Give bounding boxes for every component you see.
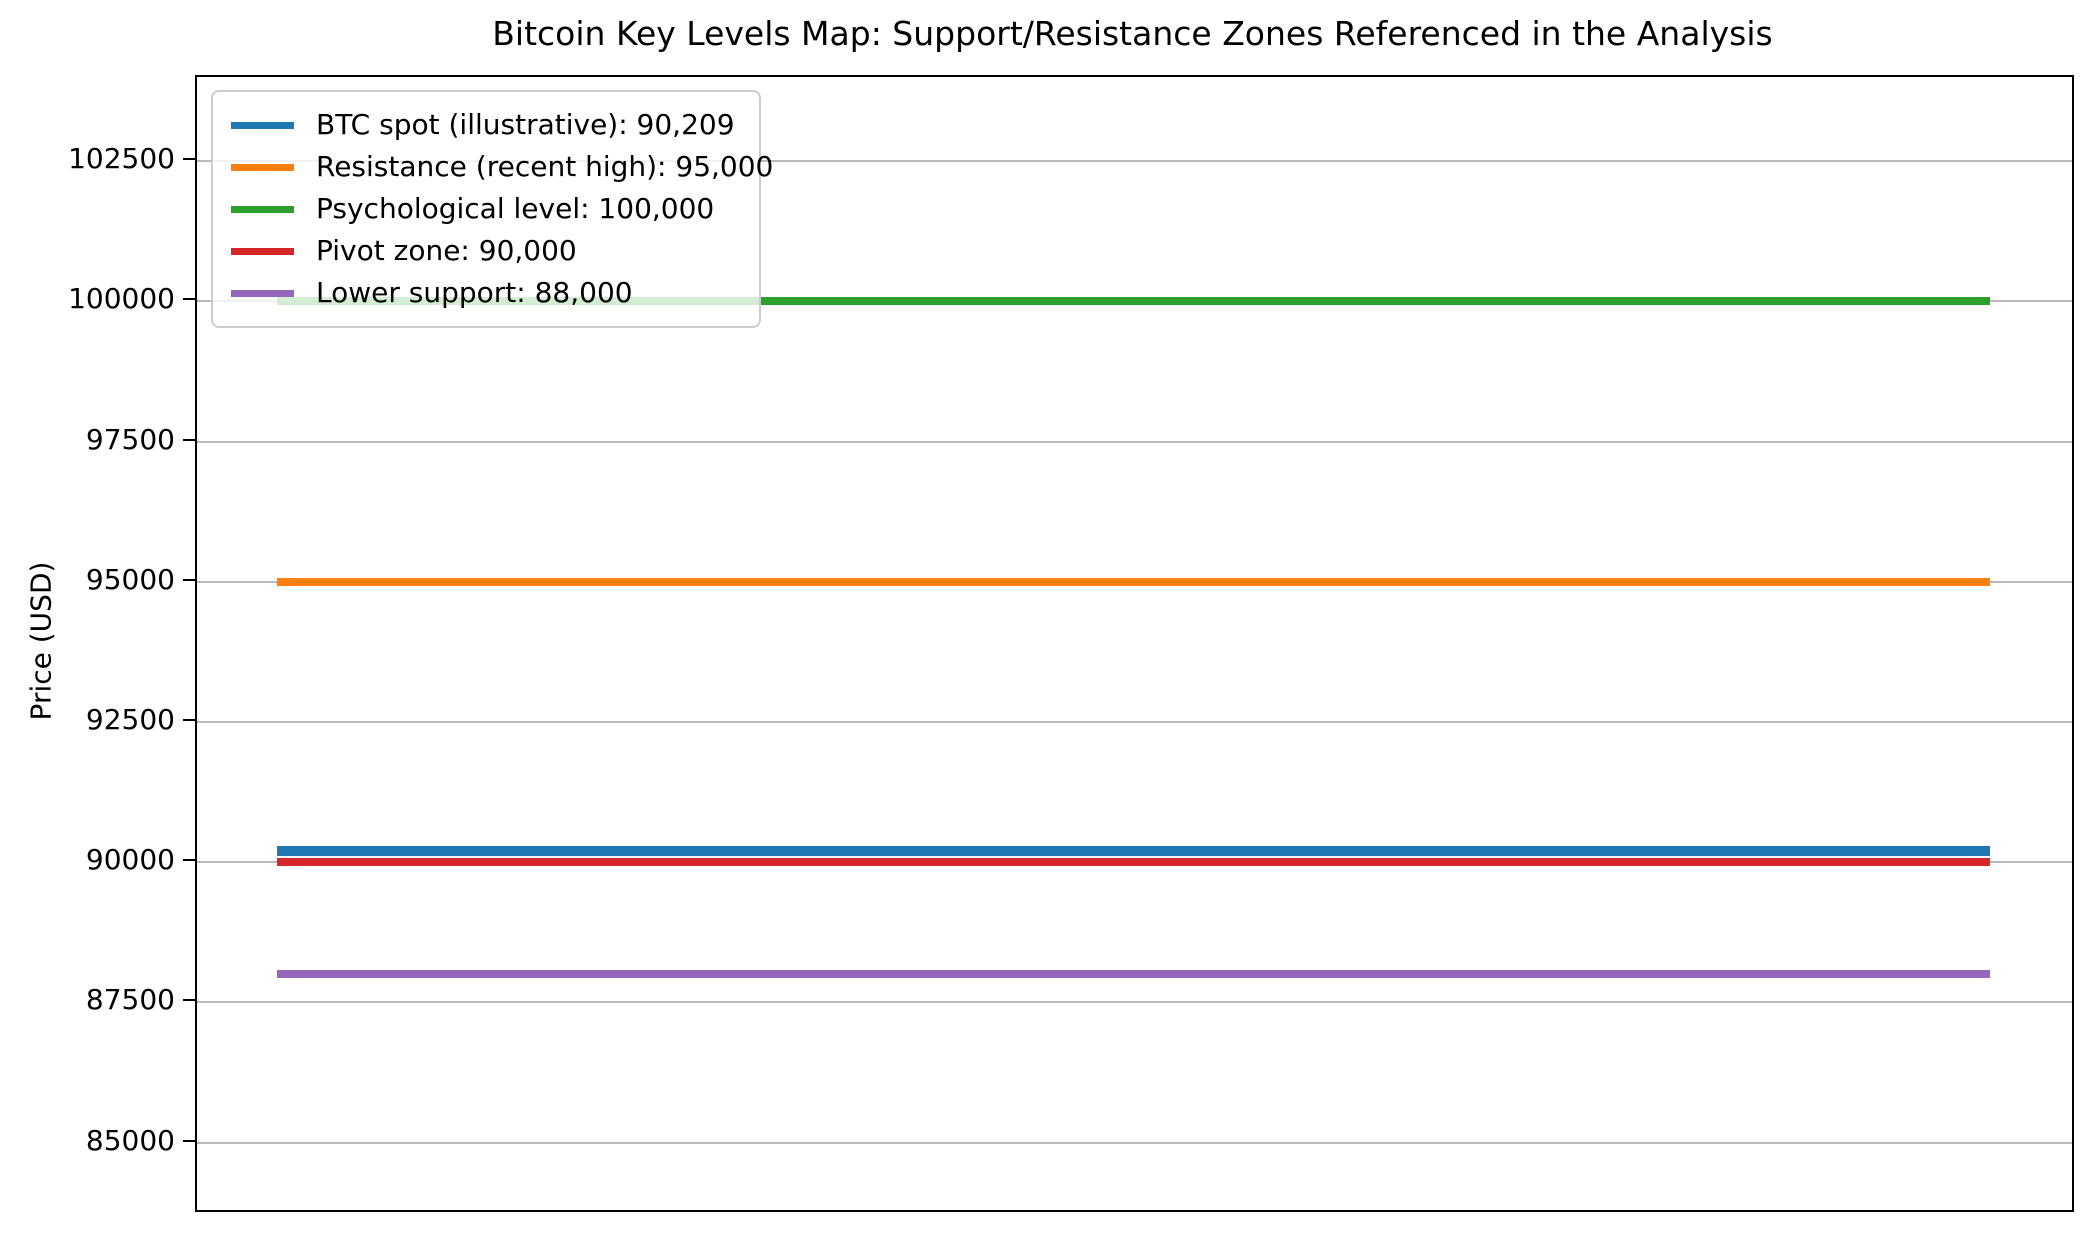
gridline-92500 [197, 721, 2072, 724]
y-tick-label-97500: 97500 [85, 422, 175, 456]
y-tick-mark-87500 [183, 999, 195, 1002]
legend-swatch-icon [231, 121, 294, 129]
y-tick-mark-85000 [183, 1139, 195, 1142]
y-tick-mark-90000 [183, 859, 195, 862]
y-tick-label-85000: 85000 [85, 1123, 175, 1157]
legend-label: Lower support: 88,000 [316, 276, 633, 309]
legend-row: BTC spot (illustrative): 90,209 [231, 104, 741, 146]
y-tick-label-95000: 95000 [85, 562, 175, 596]
legend-label: BTC spot (illustrative): 90,209 [316, 108, 735, 141]
y-tick-label-87500: 87500 [85, 983, 175, 1017]
series-line [277, 297, 1991, 306]
legend-swatch-icon [231, 289, 294, 297]
y-tick-label-90000: 90000 [85, 843, 175, 877]
y-tick-mark-92500 [183, 719, 195, 722]
gridline-85000 [197, 1141, 2072, 1144]
series-line [277, 970, 1991, 979]
legend-label: Psychological level: 100,000 [316, 192, 715, 225]
chart-title: Bitcoin Key Levels Map: Support/Resistan… [492, 14, 1773, 53]
y-tick-mark-102500 [183, 158, 195, 161]
legend-row: Lower support: 88,000 [231, 272, 741, 314]
y-tick-mark-95000 [183, 578, 195, 581]
series-line [277, 858, 1991, 867]
series-line [277, 577, 1991, 586]
legend-swatch-icon [231, 247, 294, 255]
y-tick-label-92500: 92500 [85, 703, 175, 737]
y-tick-label-100000: 100000 [68, 282, 175, 316]
legend-label: Resistance (recent high): 95,000 [316, 150, 774, 183]
legend-swatch-icon [231, 205, 294, 213]
gridline-97500 [197, 440, 2072, 443]
series-line [277, 845, 1991, 856]
gridline-102500 [197, 160, 2072, 163]
y-tick-mark-97500 [183, 438, 195, 441]
legend-label: Pivot zone: 90,000 [316, 234, 577, 267]
y-tick-mark-100000 [183, 298, 195, 301]
legend-row: Resistance (recent high): 95,000 [231, 146, 773, 188]
y-tick-label-102500: 102500 [68, 142, 175, 176]
legend-row: Pivot zone: 90,000 [231, 230, 741, 272]
legend-row: Psychological level: 100,000 [231, 188, 741, 230]
legend-swatch-icon [231, 163, 294, 171]
gridline-87500 [197, 1001, 2072, 1004]
